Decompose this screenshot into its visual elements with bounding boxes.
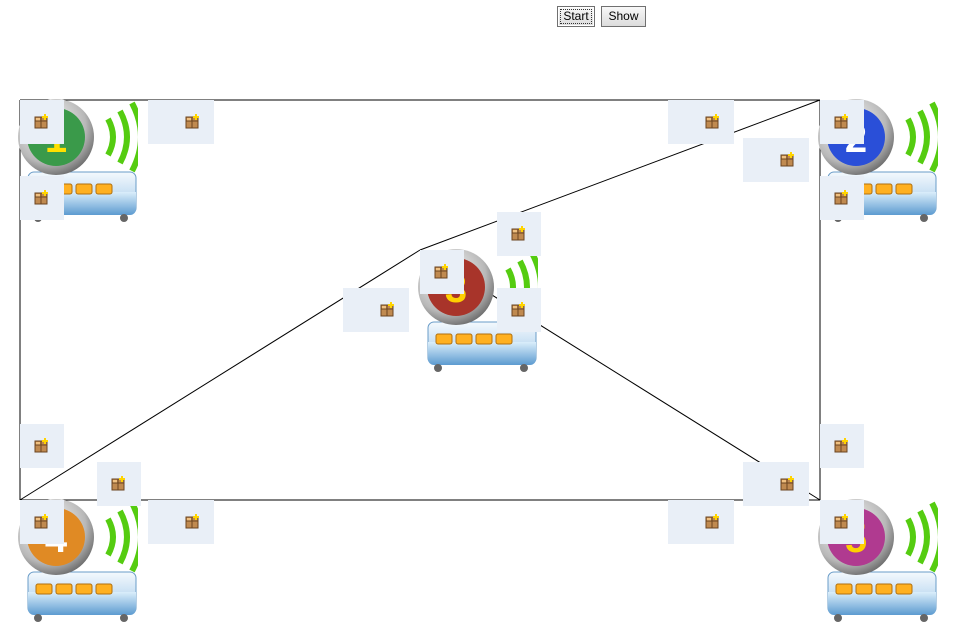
package-icon bbox=[511, 226, 525, 241]
packet-marker bbox=[820, 176, 864, 220]
packet-marker bbox=[820, 100, 864, 144]
package-icon bbox=[705, 114, 719, 129]
package-icon bbox=[185, 114, 199, 129]
packet-marker bbox=[97, 462, 141, 506]
packet-marker bbox=[497, 212, 541, 256]
packet-marker bbox=[743, 138, 809, 182]
packet-marker bbox=[20, 100, 64, 144]
package-icon bbox=[511, 302, 525, 317]
package-icon bbox=[185, 514, 199, 529]
start-button[interactable]: Start bbox=[557, 6, 595, 27]
package-icon bbox=[834, 438, 848, 453]
package-icon bbox=[705, 514, 719, 529]
package-icon bbox=[34, 514, 48, 529]
packet-marker bbox=[820, 500, 864, 544]
package-icon bbox=[834, 514, 848, 529]
packet-marker bbox=[20, 500, 64, 544]
packet-marker bbox=[420, 250, 464, 294]
packet-marker bbox=[668, 100, 734, 144]
package-icon bbox=[34, 190, 48, 205]
show-button[interactable]: Show bbox=[601, 6, 646, 27]
package-icon bbox=[111, 476, 125, 491]
packet-marker bbox=[497, 288, 541, 332]
packet-marker bbox=[743, 462, 809, 506]
packet-marker bbox=[668, 500, 734, 544]
packet-marker bbox=[820, 424, 864, 468]
package-icon bbox=[434, 264, 448, 279]
packet-marker bbox=[148, 100, 214, 144]
link-line-2-3 bbox=[419, 99, 821, 251]
package-icon bbox=[34, 114, 48, 129]
package-icon bbox=[34, 438, 48, 453]
package-icon bbox=[834, 190, 848, 205]
packet-marker bbox=[343, 288, 409, 332]
packet-marker bbox=[148, 500, 214, 544]
package-icon bbox=[834, 114, 848, 129]
packet-marker bbox=[20, 176, 64, 220]
package-icon bbox=[780, 476, 794, 491]
package-icon bbox=[380, 302, 394, 317]
package-icon bbox=[780, 152, 794, 167]
packet-marker bbox=[20, 424, 64, 468]
